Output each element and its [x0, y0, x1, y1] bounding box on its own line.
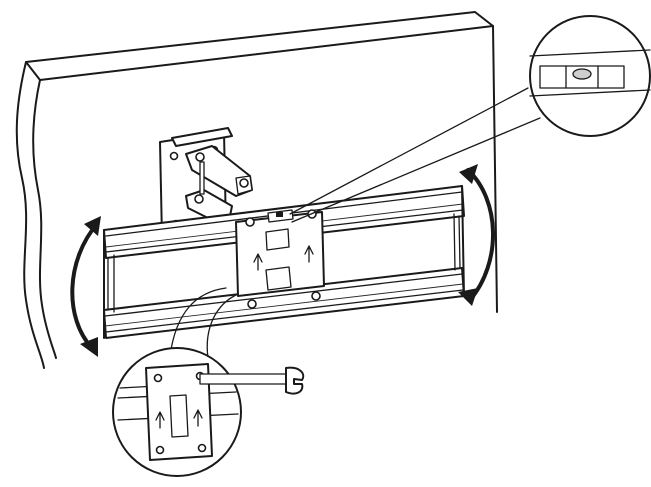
- wrench-icon: [199, 366, 305, 395]
- articulating-arm-bracket: [159, 127, 253, 239]
- curved-double-arrow-icon: [458, 164, 495, 306]
- wall-panel: [15, 11, 498, 369]
- wrench-callout: [112, 287, 305, 477]
- up-arrow-icon: [253, 253, 263, 271]
- bubble-level-icon: [539, 65, 625, 89]
- tv-bracket: [103, 185, 465, 339]
- curved-double-arrow-icon: [70, 216, 101, 357]
- level-callout: [289, 15, 651, 223]
- up-arrow-icon: [304, 245, 314, 263]
